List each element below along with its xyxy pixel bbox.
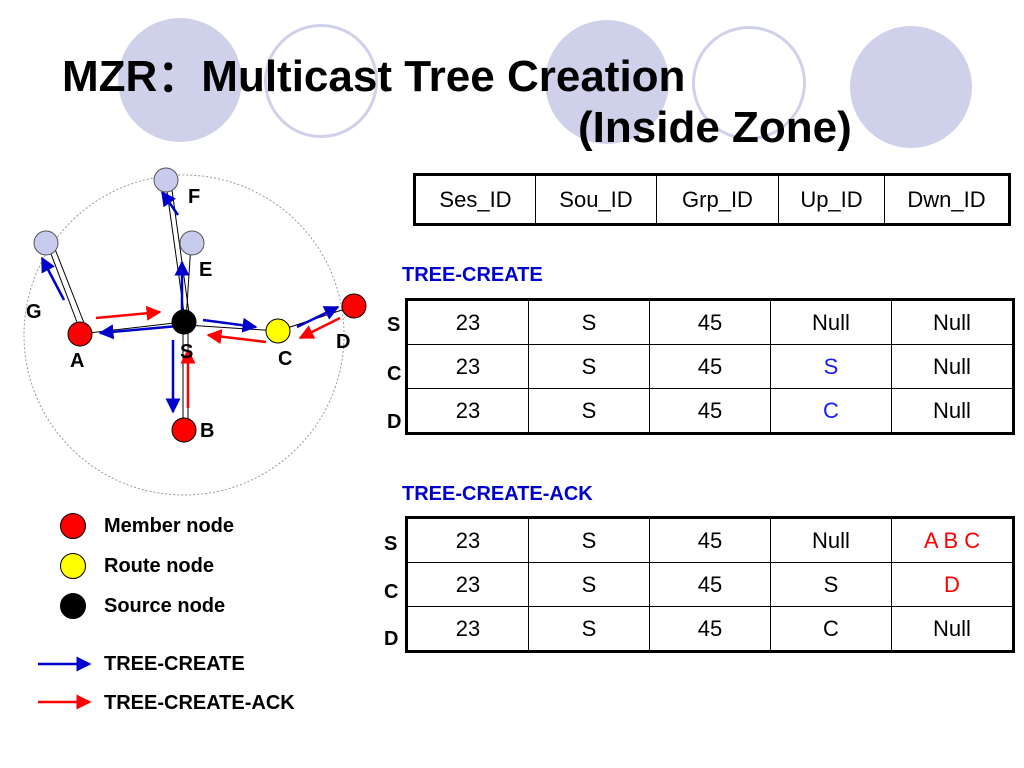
table-cell: 23 — [406, 606, 529, 652]
table-cell: Null — [891, 606, 1014, 652]
table-cell-highlight: C — [770, 388, 892, 434]
tree-create-ack-row-label-s: S — [384, 533, 398, 555]
table-cell: 23 — [406, 344, 529, 389]
links — [47, 182, 355, 428]
table-cell-highlight: D — [891, 562, 1014, 607]
tree-create-ack-arrows — [95, 305, 341, 408]
table-cell-highlight: S — [770, 344, 892, 389]
node-label-d: D — [336, 331, 350, 353]
legend-member-dot-icon — [60, 513, 86, 539]
legend-source-dot-icon — [60, 593, 86, 619]
table-cell-highlight: A B C — [891, 517, 1014, 563]
node-d — [341, 293, 367, 319]
page-subtitle: (Inside Zone) — [578, 103, 852, 152]
header-sou-id: Sou_ID — [535, 174, 657, 225]
table-cell: 45 — [649, 388, 771, 434]
tree-create-ack-label: TREE-CREATE-ACK — [402, 483, 593, 505]
legend-tree-create-ack-label: TREE-CREATE-ACK — [104, 692, 295, 714]
node-f — [153, 167, 179, 193]
node-label-f: F — [188, 186, 200, 208]
legend-source-label: Source node — [104, 595, 226, 617]
node-label-a: A — [70, 350, 84, 372]
legend-tree-create-label: TREE-CREATE — [104, 653, 245, 675]
table-cell: 23 — [406, 562, 529, 607]
tree-create-row-label-d: D — [387, 411, 402, 433]
legend-arrows — [38, 656, 92, 710]
node-c — [265, 318, 291, 344]
field-header-table: Ses_ID Sou_ID Grp_ID Up_ID Dwn_ID — [413, 173, 1011, 226]
table-cell: S — [528, 344, 650, 389]
legend-route-dot-icon — [60, 553, 86, 579]
table-row: 23 S 45 Null A B C — [406, 517, 1014, 563]
table-row: 23 S 45 C Null — [406, 606, 1014, 652]
table-cell: S — [528, 606, 650, 652]
tree-create-ack-row-label-d: D — [384, 628, 399, 650]
node-s — [171, 309, 197, 335]
tree-create-row-label-c: C — [387, 363, 402, 385]
table-row: 23 S 45 S Null — [406, 344, 1014, 389]
header-ses-id: Ses_ID — [414, 174, 536, 225]
table-cell: 23 — [406, 517, 529, 563]
tree-create-ack-table: 23 S 45 Null A B C 23 S 45 S D 23 S 45 C… — [405, 516, 1015, 653]
table-cell: S — [528, 562, 650, 607]
decor-circle-3 — [850, 26, 972, 148]
table-cell: S — [770, 562, 892, 607]
node-label-e: E — [199, 259, 212, 281]
table-cell: S — [528, 299, 650, 345]
node-label-b: B — [200, 420, 214, 442]
table-row: 23 S 45 C Null — [406, 388, 1014, 434]
decor-circle-1 — [118, 18, 242, 142]
tree-create-ack-row-label-c: C — [384, 581, 399, 603]
node-a — [67, 321, 93, 347]
page-title: MZR：Multicast Tree Creation — [62, 52, 686, 101]
header-grp-id: Grp_ID — [656, 174, 779, 225]
zone-boundary — [23, 174, 345, 496]
tree-create-table: 23 S 45 Null Null 23 S 45 S Null 23 S 45… — [405, 298, 1015, 435]
tree-create-row-label-s: S — [387, 314, 401, 336]
table-cell: Null — [770, 299, 892, 345]
node-b — [171, 417, 197, 443]
decor-ring-1 — [264, 24, 378, 138]
table-cell: 23 — [406, 299, 529, 345]
legend-route-label: Route node — [104, 555, 214, 577]
node-label-s: S — [180, 341, 193, 363]
table-cell: 45 — [649, 517, 771, 563]
table-cell: C — [770, 606, 892, 652]
node-label-c: C — [278, 348, 292, 370]
node-e — [179, 230, 205, 256]
table-cell: 45 — [649, 344, 771, 389]
decor-ring-2 — [692, 26, 806, 140]
table-row: 23 S 45 Null Null — [406, 299, 1014, 345]
node-label-g: G — [26, 301, 42, 323]
table-cell: S — [528, 517, 650, 563]
table-row: 23 S 45 S D — [406, 562, 1014, 607]
tree-create-arrows — [40, 190, 340, 414]
table-cell: S — [528, 388, 650, 434]
table-cell: Null — [770, 517, 892, 563]
legend-member-label: Member node — [104, 515, 235, 537]
table-cell: 23 — [406, 388, 529, 434]
table-cell: Null — [891, 388, 1014, 434]
table-cell: Null — [891, 299, 1014, 345]
header-dwn-id: Dwn_ID — [884, 174, 1010, 225]
network-diagram: F E G A S C D B — [23, 167, 367, 496]
decor-circle-2 — [545, 20, 669, 144]
table-cell: 45 — [649, 606, 771, 652]
table-cell: Null — [891, 344, 1014, 389]
node-g — [33, 230, 59, 256]
table-cell: 45 — [649, 299, 771, 345]
table-cell: 45 — [649, 562, 771, 607]
tree-create-label: TREE-CREATE — [402, 264, 543, 286]
header-up-id: Up_ID — [778, 174, 885, 225]
